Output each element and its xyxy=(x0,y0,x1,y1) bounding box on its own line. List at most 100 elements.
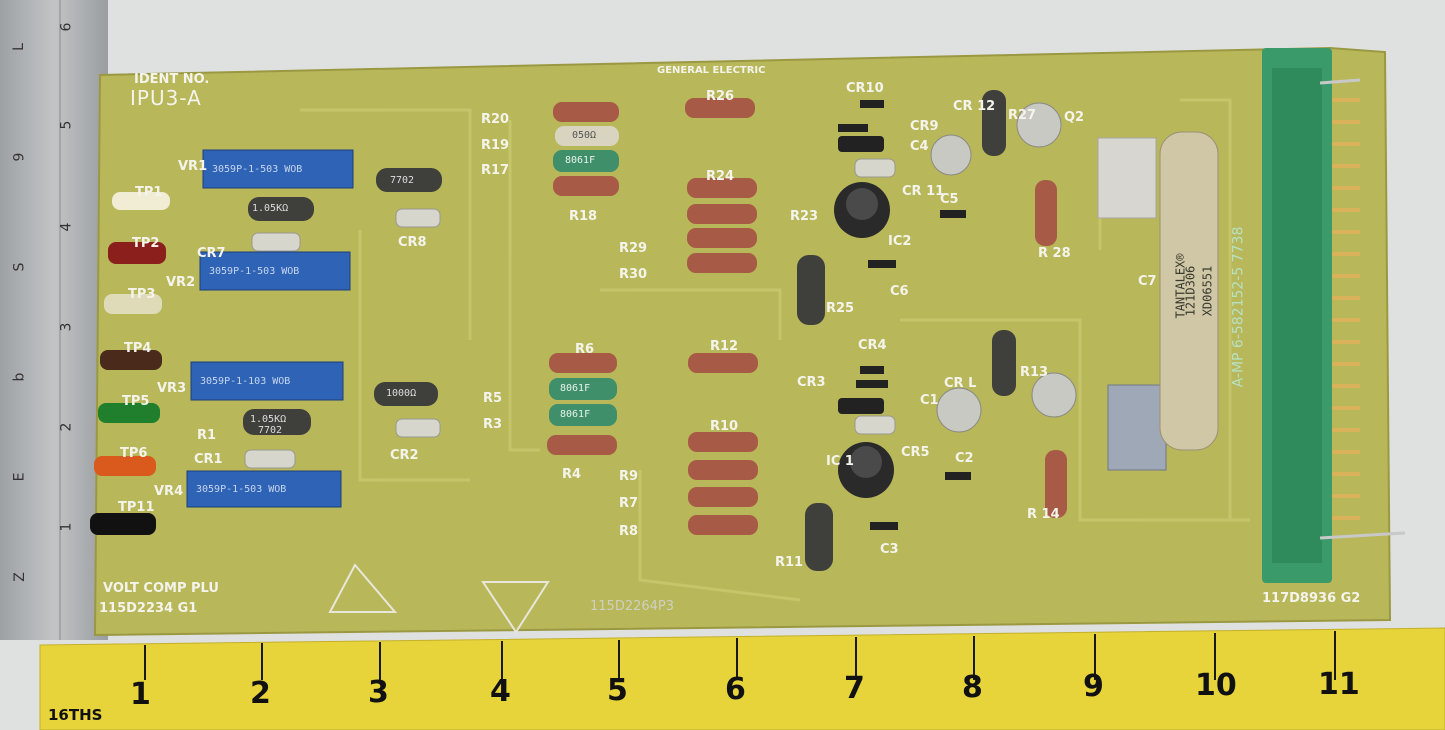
label-vr4: VR4 xyxy=(154,484,184,499)
label-tp6: TP6 xyxy=(120,446,148,461)
test-points xyxy=(90,192,170,535)
capacitors-and-ics xyxy=(834,102,1219,498)
left-ruler-cm-5: S xyxy=(11,262,28,272)
left-ruler-cm-3: E xyxy=(11,472,28,482)
ruler-number-10: 10 xyxy=(1195,668,1237,703)
label-r17: R17 xyxy=(481,163,510,178)
label-r30: R30 xyxy=(619,267,648,282)
maker-logo-text: GENERAL ELECTRIC xyxy=(657,65,766,76)
left-ruler-number-1: 1 xyxy=(58,522,75,532)
label-c2: C2 xyxy=(955,451,974,466)
label-r10: R10 xyxy=(710,419,739,434)
label-r24: R24 xyxy=(706,169,735,184)
label-r29: R29 xyxy=(619,241,648,256)
label-r12: R12 xyxy=(710,339,739,354)
part-number-center: 115D2264P3 xyxy=(590,599,675,614)
connector-part-text: A-MP 6-582152-5 7738 xyxy=(1230,226,1247,388)
marking-pot-vr1: 3059P-1-503 WOB xyxy=(212,164,303,175)
label-r7: R7 xyxy=(619,496,639,511)
label-tp11: TP11 xyxy=(118,500,155,515)
label-cr10: CR10 xyxy=(846,81,884,96)
ruler-number-5: 5 xyxy=(607,673,628,708)
ruler-number-2: 2 xyxy=(250,676,271,711)
bottom-tape-ruler xyxy=(39,627,1445,730)
left-ruler-number-2: 2 xyxy=(58,422,75,432)
left-ruler-number-6: 6 xyxy=(58,22,75,32)
label-r1: R1 xyxy=(197,428,217,443)
marking-r-top: 1.05KΩ xyxy=(252,203,289,214)
ruler-number-4: 4 xyxy=(490,674,511,709)
label-vr2: VR2 xyxy=(166,275,196,290)
marking-r-mid: 1000Ω xyxy=(386,388,417,399)
c7-text-2: 121D306 xyxy=(1183,265,1198,317)
ident-value: IPU3-A xyxy=(130,86,202,110)
marking-pot-vr2: 3059P-1-503 WOB xyxy=(209,266,300,277)
label-cr4: CR4 xyxy=(858,338,887,353)
label-tp4: TP4 xyxy=(124,341,152,356)
label-ic2: IC2 xyxy=(888,234,912,249)
diodes xyxy=(244,100,971,530)
marking-green2: 8061F xyxy=(560,383,591,394)
function-label: VOLT COMP PLU xyxy=(103,581,219,596)
marking-green1: 8061F xyxy=(565,155,596,166)
label-c7: C7 xyxy=(1138,274,1157,289)
label-ic1: IC 1 xyxy=(826,454,854,469)
marking-r-top-b: 7702 xyxy=(390,175,415,186)
label-cr8: CR8 xyxy=(398,235,427,250)
label-r11: R11 xyxy=(775,555,804,570)
ident-label: IDENT NO. xyxy=(134,72,210,87)
label-cr12: CR 12 xyxy=(953,99,996,114)
label-r19: R19 xyxy=(481,138,510,153)
label-cr2: CR2 xyxy=(390,448,419,463)
left-ruler-number-5: 5 xyxy=(58,120,75,130)
marking-beige: 050Ω xyxy=(572,130,597,141)
ruler-number-8: 8 xyxy=(962,670,983,705)
marking-pot-vr4: 3059P-1-503 WOB xyxy=(196,484,287,495)
marking-pot-vr3: 3059P-1-103 WOB xyxy=(200,376,291,387)
label-r6: R6 xyxy=(575,342,595,357)
marking-r1: 1.05KΩ xyxy=(250,414,287,425)
label-cr-l: CR L xyxy=(944,376,977,391)
label-r25: R25 xyxy=(826,301,855,316)
label-r28: R 28 xyxy=(1038,246,1071,261)
label-cr7: CR7 xyxy=(197,246,226,261)
label-r14: R 14 xyxy=(1027,507,1060,522)
ruler-number-6: 6 xyxy=(725,672,746,707)
label-r23: R23 xyxy=(790,209,819,224)
label-tp1: TP1 xyxy=(135,185,163,200)
label-c3: C3 xyxy=(880,542,899,557)
label-c1: C1 xyxy=(920,393,939,408)
label-c5: C5 xyxy=(940,192,959,207)
resistors xyxy=(243,90,1067,571)
inspection-stamps xyxy=(328,563,550,634)
ruler-number-11: 11 xyxy=(1318,667,1360,702)
label-vr3: VR3 xyxy=(157,381,187,396)
label-r20: R20 xyxy=(481,112,510,127)
trim-potentiometers xyxy=(186,149,354,508)
c7-text-3: XD06551 xyxy=(1200,265,1215,317)
left-ruler-number-3: 3 xyxy=(58,322,75,332)
marking-r1-b: 7702 xyxy=(258,425,283,436)
label-r5: R5 xyxy=(483,391,503,406)
part-number-left: 115D2234 G1 xyxy=(99,601,198,616)
ruler-number-7: 7 xyxy=(844,671,865,706)
label-tp2: TP2 xyxy=(132,236,160,251)
label-r13: R13 xyxy=(1020,365,1049,380)
left-ruler-cm-6: 9 xyxy=(11,152,28,162)
label-c6: C6 xyxy=(890,284,909,299)
left-ruler-cm-4: b xyxy=(11,372,28,382)
left-ruler-number-4: 4 xyxy=(58,222,75,232)
ruler-number-3: 3 xyxy=(368,675,389,710)
left-ruler-cm-2: Z xyxy=(11,572,28,582)
label-cr1: CR1 xyxy=(194,452,223,467)
label-r8: R8 xyxy=(619,524,639,539)
label-tp5: TP5 xyxy=(122,394,150,409)
part-number-right: 117D8936 G2 xyxy=(1262,591,1361,606)
label-r4: R4 xyxy=(562,467,582,482)
ruler-number-1: 1 xyxy=(130,677,151,712)
label-cr9: CR9 xyxy=(910,119,939,134)
label-r26: R26 xyxy=(706,89,735,104)
marking-green3: 8061F xyxy=(560,409,591,420)
left-ruler-cm-7: L xyxy=(10,43,27,51)
